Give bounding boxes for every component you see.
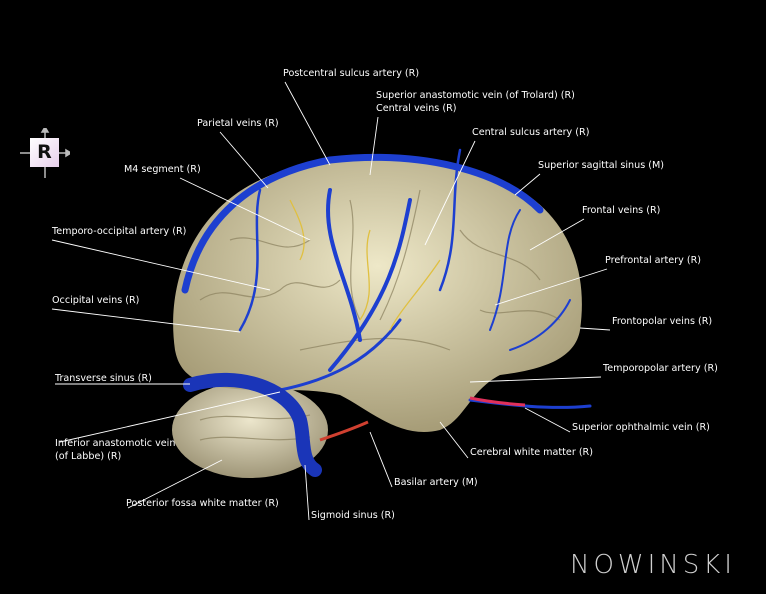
label-prefrontal-artery: Prefrontal artery (R) xyxy=(605,255,701,266)
veins xyxy=(181,148,592,477)
label-postcentral-sulcus-artery: Postcentral sulcus artery (R) xyxy=(283,68,420,79)
label-transverse-sinus: Transverse sinus (R) xyxy=(55,373,152,384)
label-parietal-veins: Parietal veins (R) xyxy=(197,118,279,129)
label-frontal-veins: Frontal veins (R) xyxy=(582,205,661,216)
label-occipital-veins: Occipital veins (R) xyxy=(52,295,140,306)
label-m4-segment: M4 segment (R) xyxy=(124,164,201,175)
orientation-marker: R xyxy=(20,128,70,178)
basilar-vessels xyxy=(319,396,526,442)
arteries xyxy=(289,199,441,331)
label-inferior-anastomotic-vein-line2: (of Labbe) (R) xyxy=(55,451,122,462)
label-inferior-anastomotic-vein-line1: Inferior anastomotic vein xyxy=(55,438,176,449)
label-posterior-fossa-white-matter: Posterior fossa white matter (R) xyxy=(126,498,279,509)
label-central-veins: Central veins (R) xyxy=(376,103,457,114)
label-superior-ophthalmic-vein: Superior ophthalmic vein (R) xyxy=(572,422,710,433)
label-central-sulcus-artery: Central sulcus artery (R) xyxy=(472,127,590,138)
cerebral-hemisphere xyxy=(173,155,582,432)
label-sigmoid-sinus: Sigmoid sinus (R) xyxy=(311,510,395,521)
leader-lines xyxy=(51,81,611,521)
label-superior-sagittal-sinus: Superior sagittal sinus (M) xyxy=(538,160,665,171)
label-frontopolar-veins: Frontopolar veins (R) xyxy=(612,316,713,327)
nowinski-logo: NOWINSKI xyxy=(570,550,736,580)
compass-arrows-icon xyxy=(20,128,70,178)
label-temporo-occipital-artery: Temporo-occipital artery (R) xyxy=(52,226,187,237)
label-temporopolar-artery: Temporopolar artery (R) xyxy=(603,363,718,374)
orientation-label: R xyxy=(30,138,59,167)
label-basilar-artery: Basilar artery (M) xyxy=(394,477,478,488)
label-cerebral-white-matter: Cerebral white matter (R) xyxy=(470,447,593,458)
label-superior-anastomotic-vein: Superior anastomotic vein (of Trolard) (… xyxy=(376,90,575,101)
